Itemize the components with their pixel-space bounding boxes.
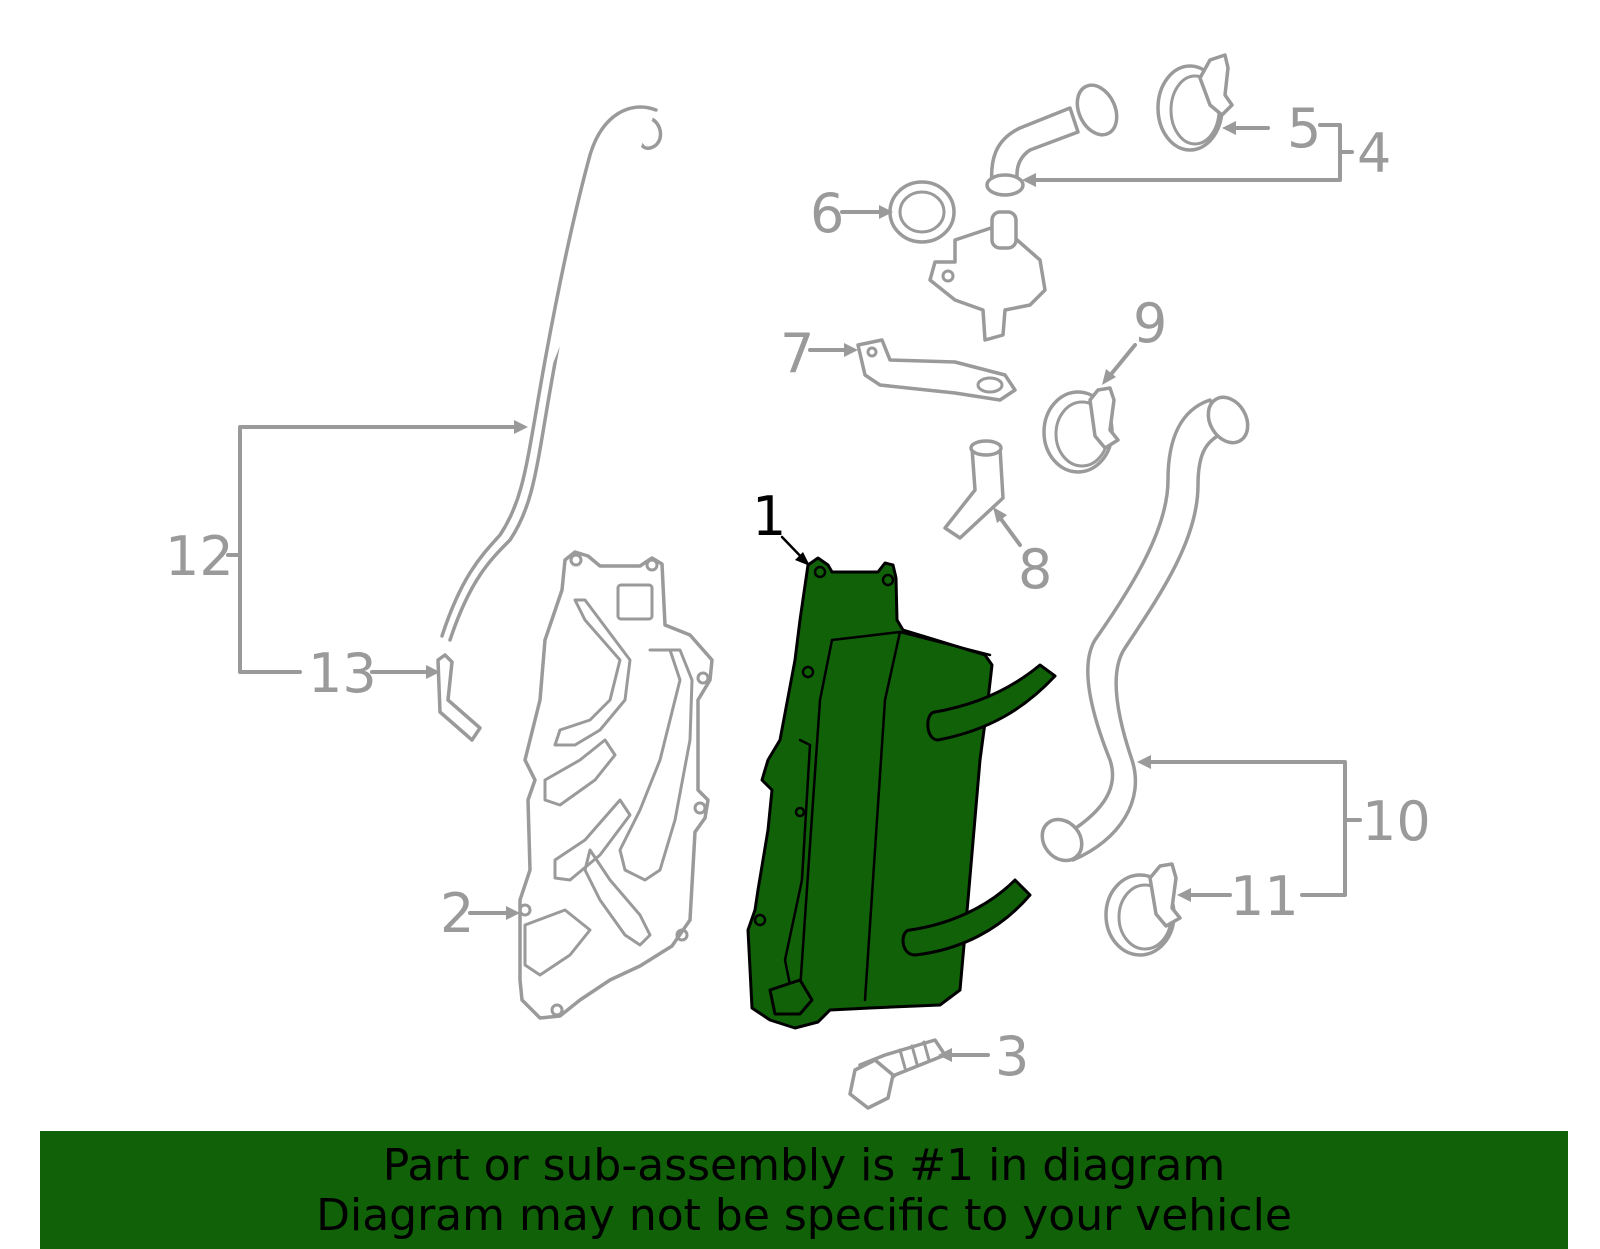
callout-10: 10 bbox=[1362, 790, 1431, 853]
part-3-bolt[interactable] bbox=[848, 1038, 947, 1110]
callout-4: 4 bbox=[1357, 122, 1391, 185]
part-8-small-elbow[interactable] bbox=[943, 439, 1005, 540]
part-12-tube[interactable] bbox=[440, 105, 663, 642]
callout-labels: 1 2 3 4 5 6 7 8 9 10 11 12 13 bbox=[165, 97, 1431, 1088]
callout-1: 1 bbox=[752, 485, 786, 548]
part-5-clamp[interactable] bbox=[1156, 53, 1234, 152]
callout-11: 11 bbox=[1230, 865, 1299, 928]
callout-3: 3 bbox=[995, 1025, 1029, 1088]
info-banner: Part or sub-assembly is #1 in diagram Di… bbox=[40, 1131, 1568, 1249]
part-10-hose[interactable] bbox=[1034, 390, 1256, 868]
part-11-clamp[interactable] bbox=[1104, 862, 1182, 957]
callout-7: 7 bbox=[780, 322, 814, 385]
part-2-gasket[interactable] bbox=[518, 550, 714, 1020]
banner-line-1: Part or sub-assembly is #1 in diagram bbox=[382, 1140, 1226, 1191]
callout-5: 5 bbox=[1287, 97, 1321, 160]
callout-2: 2 bbox=[440, 882, 474, 945]
banner-line-2: Diagram may not be specific to your vehi… bbox=[316, 1190, 1292, 1241]
callout-12: 12 bbox=[165, 525, 234, 588]
leader-lines bbox=[226, 121, 1362, 1062]
part-4-elbow-pipe[interactable] bbox=[985, 79, 1124, 197]
callout-9: 9 bbox=[1133, 292, 1167, 355]
part-9-clamp[interactable] bbox=[1042, 386, 1120, 474]
callout-8: 8 bbox=[1018, 538, 1052, 601]
callout-13: 13 bbox=[308, 642, 377, 705]
part-6-thermostat-housing[interactable] bbox=[888, 180, 1047, 342]
callout-6: 6 bbox=[810, 182, 844, 245]
part-13-hose[interactable] bbox=[436, 653, 482, 742]
part-7-bracket[interactable] bbox=[856, 338, 1017, 402]
part-1-oil-cooler[interactable] bbox=[746, 556, 1057, 1030]
